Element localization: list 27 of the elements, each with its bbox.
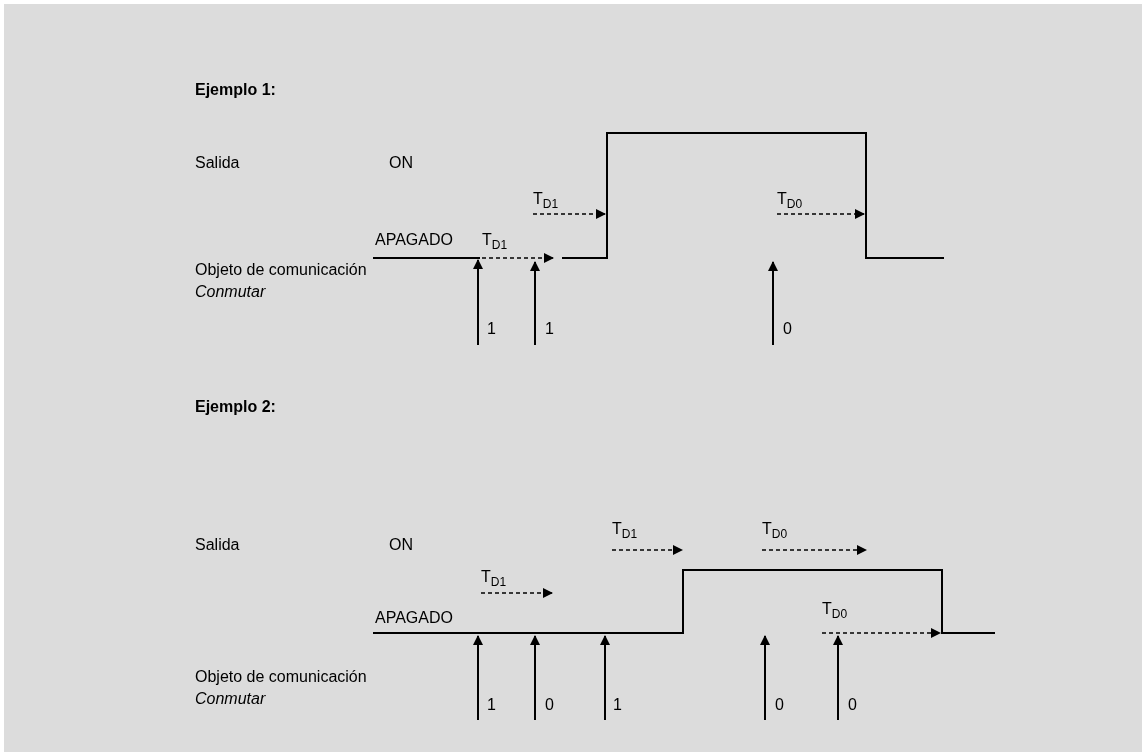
value-label: 1 — [487, 696, 496, 714]
object-name: Conmutar — [195, 690, 266, 708]
delay-label: T$_{D1}$ — [612, 520, 638, 543]
value-label: 0 — [545, 696, 554, 714]
object-name: Conmutar — [195, 283, 266, 301]
section-heading: Ejemplo 1: — [195, 81, 276, 99]
value-label: 0 — [848, 696, 857, 714]
signal-label: Objeto de comunicación — [195, 261, 367, 279]
delay-label: T$_{D0}$ — [822, 600, 848, 623]
value-label: 0 — [775, 696, 784, 714]
state-label: ON — [389, 154, 413, 172]
delay-label: T$_{D1}$ — [482, 231, 508, 254]
delay-label: T$_{D0}$ — [777, 190, 803, 213]
signal-label: Salida — [195, 154, 240, 172]
state-label: APAGADO — [375, 231, 453, 249]
value-label: 0 — [783, 320, 792, 338]
state-label: APAGADO — [375, 609, 453, 627]
state-label: ON — [389, 536, 413, 554]
value-label: 1 — [613, 696, 622, 714]
delay-label: T$_{D1}$ — [533, 190, 559, 213]
delay-label: T$_{D1}$ — [481, 568, 507, 591]
signal-label: Salida — [195, 536, 240, 554]
value-label: 1 — [545, 320, 554, 338]
section-heading: Ejemplo 2: — [195, 398, 276, 416]
delay-label: T$_{D0}$ — [762, 520, 788, 543]
signal-label: Objeto de comunicación — [195, 668, 367, 686]
value-label: 1 — [487, 320, 496, 338]
